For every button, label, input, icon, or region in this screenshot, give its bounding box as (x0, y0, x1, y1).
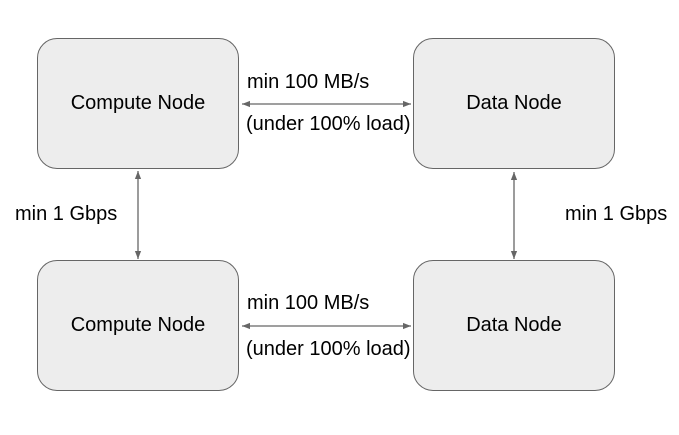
node-compute-bottom: Compute Node (37, 260, 239, 391)
node-data-bottom: Data Node (413, 260, 615, 391)
node-label: Data Node (466, 314, 562, 336)
node-label: Compute Node (70, 314, 206, 336)
node-data-top: Data Node (413, 38, 615, 169)
edge-label-bottom-load: (under 100% load) (246, 338, 411, 360)
node-label: Compute Node (70, 92, 206, 114)
edge-label-top-rate: min 100 MB/s (247, 71, 370, 93)
edge-label-left-gbps: min 1 Gbps (15, 203, 118, 225)
edge-label-right-gbps: min 1 Gbps (565, 203, 668, 225)
edge-label-bottom-rate: min 100 MB/s (247, 292, 370, 314)
node-compute-top: Compute Node (37, 38, 239, 169)
edge-label-top-load: (under 100% load) (246, 113, 411, 135)
node-label: Data Node (466, 92, 562, 114)
